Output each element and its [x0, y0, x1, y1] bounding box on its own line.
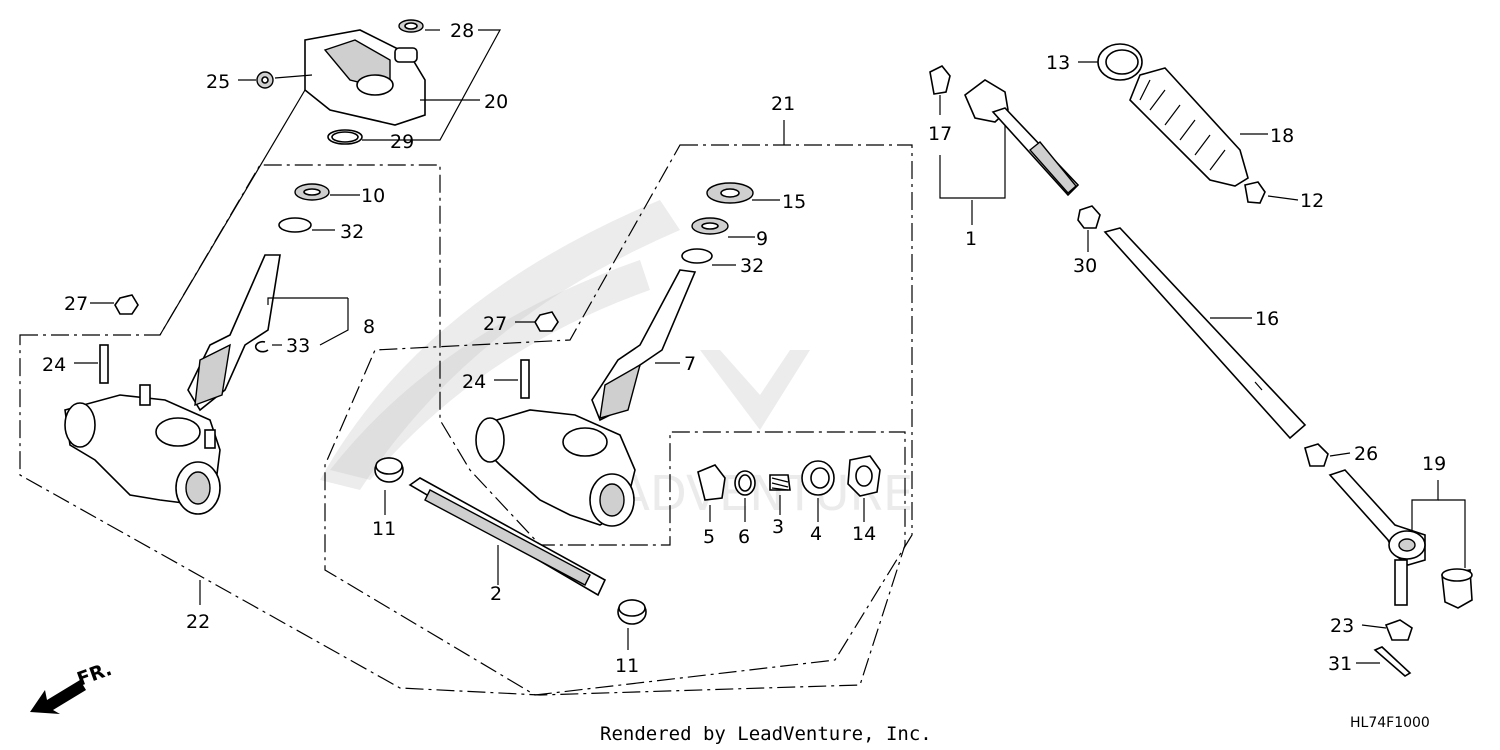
bolt-25	[256, 71, 274, 89]
locknut-26	[1304, 443, 1329, 467]
diagram-code: HL74F1000	[1350, 715, 1430, 731]
bushing-11-upper	[374, 457, 404, 483]
part-label-32-left: 32	[340, 221, 364, 243]
direction-label: FR.	[74, 658, 115, 691]
part-label-17: 17	[928, 123, 952, 145]
part-label-31: 31	[1328, 653, 1352, 675]
gear-cover	[304, 29, 426, 126]
leaders-right	[199, 61, 1466, 664]
part-label-2: 2	[490, 583, 502, 605]
washer-6	[734, 470, 756, 496]
rack-guide-5	[697, 464, 726, 501]
leaders-middle	[384, 490, 629, 650]
nut-17	[929, 64, 951, 95]
adjuster-bolt-4	[801, 460, 835, 496]
tie-rod-tube-16	[1103, 227, 1307, 440]
leaders-left	[74, 194, 360, 364]
part-label-3: 3	[772, 516, 784, 538]
part-label-7: 7	[684, 353, 696, 375]
locknut-30	[1077, 205, 1101, 229]
part-label-27-left: 27	[64, 293, 88, 315]
part-label-9: 9	[756, 228, 768, 250]
part-label-23: 23	[1330, 615, 1354, 637]
nut-27-left	[114, 294, 139, 315]
seal-15	[706, 182, 754, 204]
stud-24-left	[99, 344, 109, 384]
cotter-pin-31	[1373, 646, 1412, 677]
bushing-11-lower	[617, 599, 647, 625]
part-label-11-upper: 11	[372, 518, 396, 540]
part-label-27-right: 27	[483, 313, 507, 335]
inner-tie-rod-1	[964, 79, 1080, 197]
part-label-13: 13	[1046, 52, 1070, 74]
dust-seal-19	[1441, 568, 1473, 609]
part-label-24-right: 24	[462, 371, 486, 393]
seal-9	[691, 217, 729, 235]
leaders-assembly-21	[494, 120, 785, 381]
assembly-21-outline	[324, 144, 913, 696]
part-label-22: 22	[186, 611, 210, 633]
seal-10	[294, 183, 330, 201]
part-label-12: 12	[1300, 190, 1324, 212]
front-direction-arrow	[30, 680, 86, 714]
part-label-30: 30	[1073, 255, 1097, 277]
o-ring-29	[327, 129, 363, 145]
part-label-33: 33	[286, 335, 310, 357]
gearbox-housing-left	[64, 384, 221, 515]
pinion-shaft-8	[187, 254, 281, 412]
locknut-14	[847, 455, 881, 497]
part-label-1: 1	[965, 228, 977, 250]
part-label-16: 16	[1255, 308, 1279, 330]
part-label-14: 14	[852, 523, 876, 545]
leaders-adjuster	[709, 495, 865, 522]
castle-nut-23	[1384, 619, 1413, 641]
clamp-13	[1097, 43, 1143, 81]
tie-rod-end-19	[1328, 469, 1426, 606]
part-label-10: 10	[361, 185, 385, 207]
part-label-19: 19	[1422, 453, 1446, 475]
circlip-32-left	[278, 217, 312, 233]
part-label-24-left: 24	[42, 354, 66, 376]
pinion-shaft-7	[591, 269, 697, 422]
clamp-12	[1244, 181, 1266, 204]
clip-33	[254, 340, 269, 353]
part-label-11-lower: 11	[615, 655, 639, 677]
part-label-20: 20	[484, 91, 508, 113]
part-label-29: 29	[390, 131, 414, 153]
gearbox-housing-right	[475, 409, 636, 527]
stud-24-right	[520, 359, 530, 399]
leaders-upper-left	[159, 29, 502, 336]
part-label-5: 5	[703, 526, 715, 548]
circlip-32-right	[681, 248, 713, 264]
part-labels: 1 2 3 4 5 6 7 8 9 10 11 11 12 13 14 15 1…	[42, 20, 1446, 677]
part-label-18: 18	[1270, 125, 1294, 147]
part-label-32-right: 32	[740, 255, 764, 277]
part-label-4: 4	[810, 523, 822, 545]
assembly-22-outline	[19, 164, 906, 696]
part-label-21: 21	[771, 93, 795, 115]
part-label-15: 15	[782, 191, 806, 213]
part-label-26: 26	[1354, 443, 1378, 465]
spring-3	[769, 474, 791, 491]
rack-2	[408, 477, 607, 597]
boot-18	[1129, 67, 1249, 187]
part-label-6: 6	[738, 526, 750, 548]
part-label-28: 28	[450, 20, 474, 42]
oil-seal-28	[398, 19, 424, 33]
footer-credit: Rendered by LeadVenture, Inc.	[600, 723, 932, 745]
part-label-25: 25	[206, 71, 230, 93]
part-label-8: 8	[363, 316, 375, 338]
